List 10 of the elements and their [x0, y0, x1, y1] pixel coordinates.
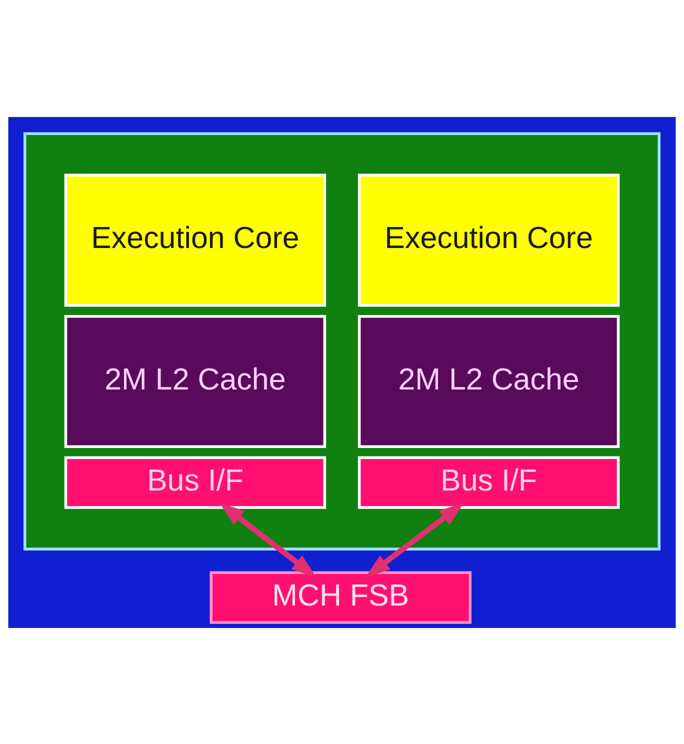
node-box: 2M L2 Cache: [358, 314, 620, 448]
node-box: MCH FSB: [210, 570, 472, 624]
node-box: 2M L2 Cache: [64, 314, 326, 448]
arrow: [365, 502, 464, 577]
cluster: [24, 132, 660, 550]
node-box: Execution Core: [358, 173, 620, 306]
arrow: [219, 502, 316, 578]
node-box: Bus I/F: [358, 456, 620, 508]
node-box: Bus I/F: [64, 456, 326, 508]
node-box: Execution Core: [64, 173, 326, 306]
